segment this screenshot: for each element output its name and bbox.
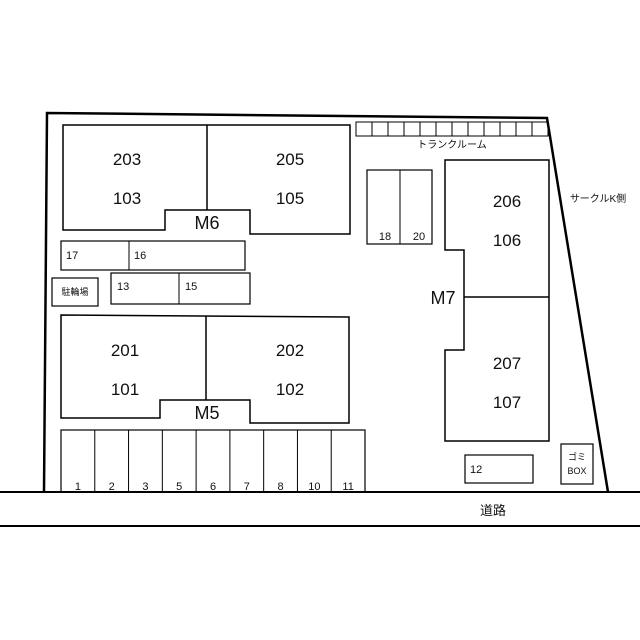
parking-20: 20 [413,231,425,243]
road-label: 道路 [480,503,506,518]
parking-7: 7 [244,481,250,493]
parking-17: 17 [66,250,78,262]
parking-13-15-block [110,272,251,305]
unit-201: 201 [111,341,139,360]
parking-11: 11 [342,481,353,493]
parking-10: 10 [308,481,320,493]
parking-15: 15 [185,281,197,293]
parking-16: 16 [134,250,146,262]
unit-205: 205 [276,150,304,169]
parking-1: 1 [75,481,81,493]
parking-6: 6 [210,481,216,493]
parking-17-16-block [60,240,246,271]
building-m7-label: M7 [430,288,455,308]
parking-2: 2 [109,481,115,493]
unit-102: 102 [276,380,304,399]
building-m7 [444,159,550,442]
circle-k-side-label: サークルK側 [570,192,626,205]
garbage-box-label-2: BOX [567,466,586,476]
trunk-room-label: トランクルーム [417,139,486,151]
unit-202: 202 [276,341,304,360]
bicycle-parking-label: 駐輪場 [61,286,88,297]
parking-13: 13 [117,281,129,293]
building-m5-label: M5 [194,403,219,423]
parking-12-label: 12 [470,464,482,476]
unit-203: 203 [113,150,141,169]
parking-5: 5 [176,481,182,493]
parking-8: 8 [277,481,283,493]
unit-107: 107 [493,393,521,412]
unit-207: 207 [493,354,521,373]
unit-105: 105 [276,189,304,208]
garbage-box [560,443,594,485]
parking-3: 3 [142,481,148,493]
site-boundary [42,111,610,493]
unit-106: 106 [493,231,521,250]
unit-206: 206 [493,192,521,211]
building-m5 [60,314,350,424]
trunk-room-boxes [355,121,549,137]
garbage-box-label-1: ゴミ [568,451,586,462]
parking-12 [464,454,534,484]
parking-18: 18 [379,231,391,243]
building-m6 [62,124,351,235]
building-m6-label: M6 [194,213,219,233]
unit-103: 103 [113,189,141,208]
parking-bottom-row: 1 2 3 5 6 7 8 10 11 [60,429,366,493]
bicycle-parking [51,277,99,307]
unit-101: 101 [111,380,139,399]
